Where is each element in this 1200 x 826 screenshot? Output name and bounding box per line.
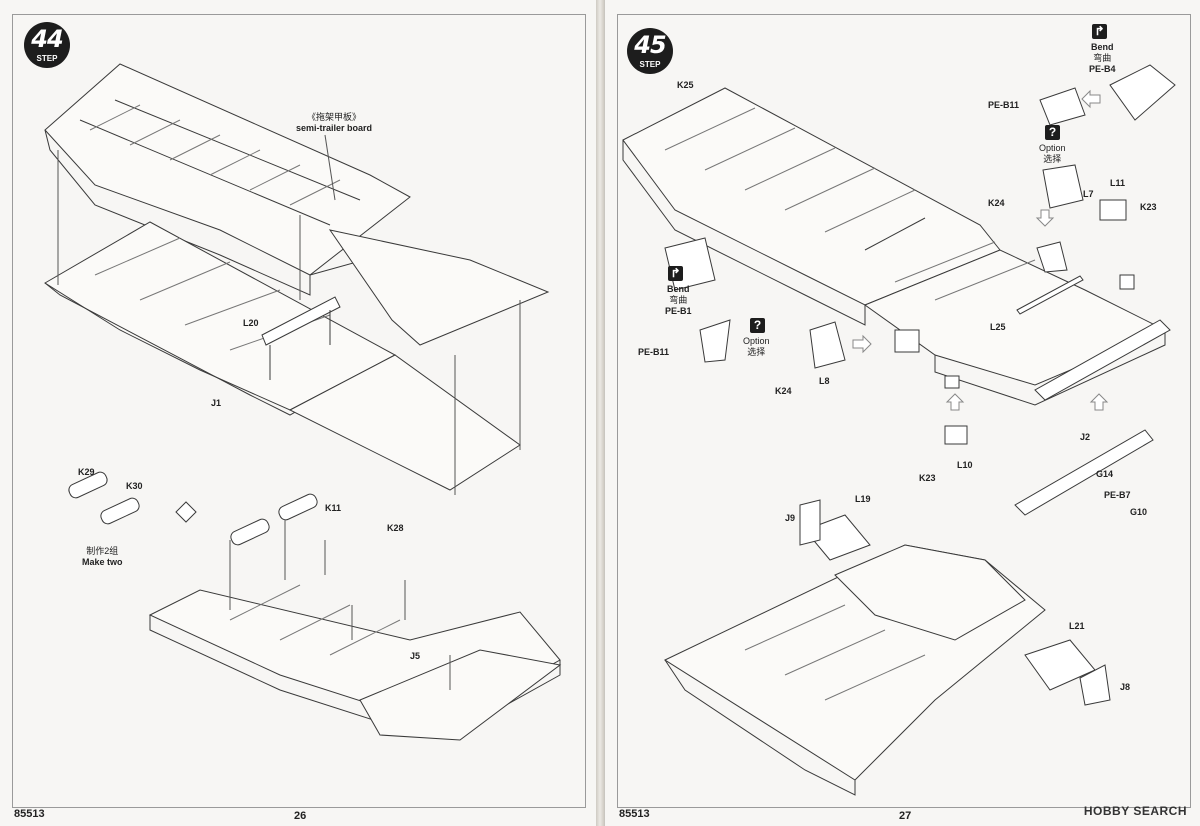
bend-icon: ↱ [668,266,683,281]
part-label: J1 [211,398,222,408]
part-label: K24 [988,198,1005,208]
board-caption-en: semi-trailer board [296,123,373,133]
part-label: L11 [1110,178,1126,188]
step-number: 45 [634,31,666,59]
part-label: K23 [1140,202,1157,212]
page-number: 27 [899,810,912,822]
part-label: L10 [957,460,973,470]
option-en: Option [1039,143,1066,153]
option-caption: Option 选择 [743,336,770,358]
assembly-drawing-step-45 [622,64,1176,796]
bend-part: PE-B1 [665,306,692,316]
board-caption-cn: 《拖架甲板》 [307,112,362,122]
page-frame [12,14,586,808]
option-cn: 选择 [1043,154,1062,164]
part-label: J8 [1120,682,1131,692]
board-caption: 《拖架甲板》 semi-trailer board [296,112,372,134]
bend-part: PE-B4 [1089,64,1116,74]
book-gutter [596,0,604,826]
step-label: STEP [36,54,58,63]
part-label: PE-B11 [988,100,1020,110]
part-label: J9 [785,513,796,523]
part-label: L21 [1069,621,1085,631]
make-two-caption: 制作2组 Make two [82,546,123,568]
step-label: STEP [639,60,661,69]
part-label: K30 [126,481,143,491]
option-cn: 选择 [747,347,766,357]
bend-cn: 弯曲 [669,295,688,305]
watermark: HOBBY SEARCH [1083,804,1187,818]
part-label: K24 [775,386,792,396]
option-caption: Option 选择 [1039,143,1066,165]
step-badge: 45 STEP [627,28,673,74]
page-number: 26 [294,810,307,822]
make-two-en: Make two [82,557,123,567]
part-label: L20 [243,318,259,328]
make-two-cn: 制作2组 [86,546,119,556]
part-label: G14 [1096,469,1114,479]
assembly-drawing-step-44 [44,63,562,741]
part-label: L7 [1083,189,1094,199]
part-label: L25 [990,322,1006,332]
option-icon: ? [750,318,765,333]
bend-cn: 弯曲 [1093,53,1112,63]
bend-en: Bend [667,284,690,294]
step-number: 44 [31,25,63,53]
page-right: 45 STEP [604,0,1200,826]
bend-icon: ↱ [1092,24,1107,39]
bend-caption: Bend 弯曲 PE-B4 [1089,42,1116,75]
option-en: Option [743,336,770,346]
part-label: G10 [1130,507,1148,517]
part-label: K29 [78,467,95,477]
option-icon: ? [1045,125,1060,140]
page-frame [617,14,1191,808]
part-label: PE-B7 [1104,490,1131,500]
part-label: K23 [919,473,936,483]
part-label: L19 [855,494,871,504]
part-label: K28 [387,523,404,533]
part-label: K11 [325,503,342,513]
part-label: L8 [819,376,830,386]
product-code: 85513 [619,808,650,820]
part-label: J2 [1080,432,1091,442]
step-badge: 44 STEP [24,22,70,68]
page-left: 44 STEP [0,0,597,826]
bend-caption: Bend 弯曲 PE-B1 [665,284,692,317]
part-label: K25 [677,80,694,90]
part-label: PE-B11 [638,347,670,357]
product-code: 85513 [14,808,45,820]
part-label: J5 [410,651,421,661]
bend-en: Bend [1091,42,1114,52]
